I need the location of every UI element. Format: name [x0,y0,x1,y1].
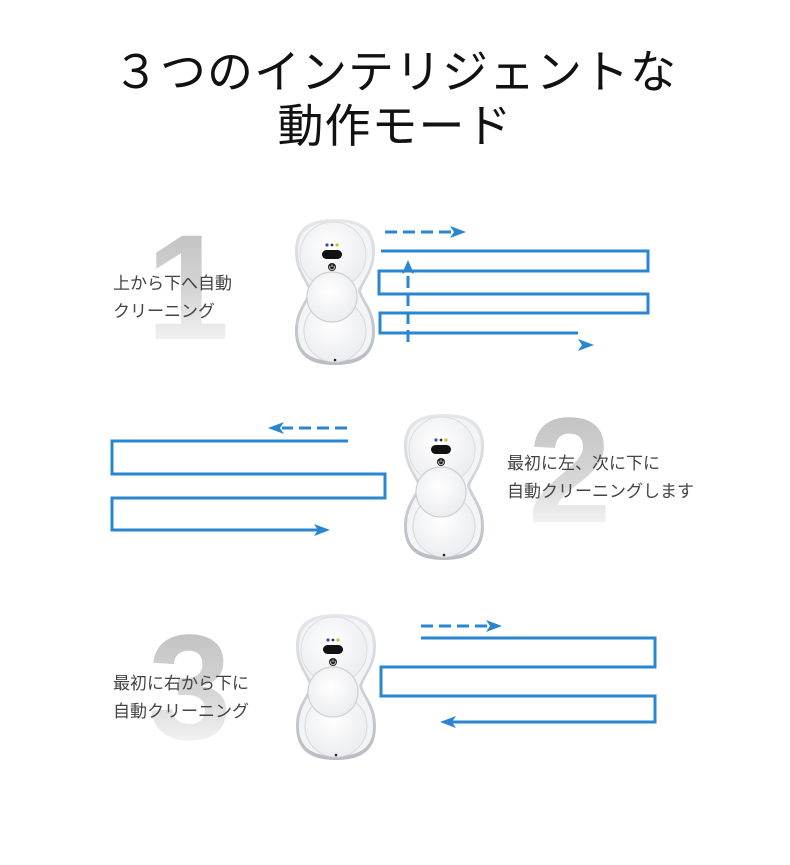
mode-2-dashed-arrowhead-icon [268,422,284,434]
mode-1-dashed-arrowhead-icon [450,226,466,238]
mode-1-caption-line2: クリーニング [113,302,215,322]
page-title-line1: ３つのインテリジェントな [113,45,677,99]
mode-1-end-arrowhead-icon [578,339,594,351]
mode-3-end-arrowhead-icon [440,716,456,728]
mode-3-number: 3 [148,603,232,771]
mode-1-up-arrowhead-icon [402,260,414,274]
mode-2-robot-icon [403,413,485,561]
mode-3-caption: 最初に右から下に 自動クリーニング [113,670,249,726]
mode-1-number: 1 [146,203,230,371]
mode-3-robot-icon [295,613,377,761]
mode-2-caption: 最初に左、次に下に 自動クリーニングします [507,450,694,506]
mode-1-caption: 上から下へ自動 クリーニング [113,270,232,326]
mode-1-robot-icon [294,218,376,366]
mode-3-caption-line1: 最初に右から下に [113,674,249,694]
mode-3-dashed-arrowhead-icon [486,620,502,632]
mode-1-caption-line1: 上から下へ自動 [113,274,232,294]
mode-2-caption-line1: 最初に左、次に下に [507,454,660,474]
mode-2-number: 2 [528,386,612,554]
mode-1-path [377,230,650,342]
mode-2-end-arrowhead-icon [314,524,330,536]
mode-2-caption-line2: 自動クリーニングします [507,482,694,502]
mode-2-path [110,426,387,532]
mode-3-caption-line2: 自動クリーニング [113,702,249,722]
mode-3-path [379,624,657,724]
page-title-line2: 動作モード [277,99,513,153]
